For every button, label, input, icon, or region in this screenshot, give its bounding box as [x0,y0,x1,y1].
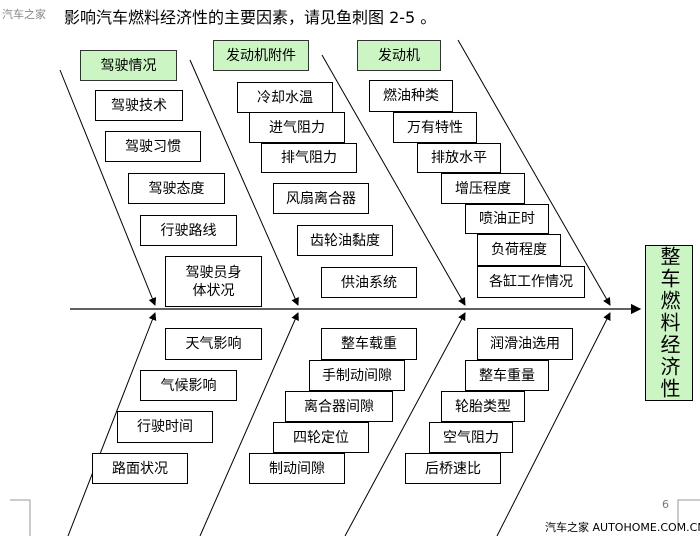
bone-upper-3 [321,54,466,306]
cause-box: 行驶时间 [117,411,213,443]
cause-box: 天气影响 [165,328,262,360]
cause-box: 整车重量 [465,360,549,391]
cause-box: 驾驶技术 [95,90,183,121]
cause-box: 轮胎类型 [441,391,525,422]
cause-box: 供油系统 [321,267,417,298]
bone-lower-3 [344,312,466,536]
page-number: 6 [662,498,669,511]
bone-lower-4 [496,312,611,536]
cause-box: 空气阻力 [429,422,513,453]
bone-lower-2 [199,312,299,536]
cause-box: 齿轮油黏度 [297,225,393,256]
bone-upper-1 [59,69,157,306]
watermark-top: 汽车之家 [2,8,46,21]
cause-box: 整车载重 [321,328,417,360]
cause-box: 燃油种类 [369,80,453,112]
cause-box: 负荷程度 [477,234,561,266]
cause-box: 喷油正时 [465,204,549,234]
cause-box: 路面状况 [92,453,188,484]
cause-box: 四轮定位 [273,422,369,453]
watermark: 汽车之家 AUTOHOME.COM.CN [545,521,700,534]
cause-box: 驾驶习惯 [105,131,201,162]
cause-box: 排放水平 [417,143,501,173]
cause-box: 风扇离合器 [273,183,369,214]
cause-box: 气候影响 [140,370,237,401]
cause-box: 排气阻力 [261,143,357,173]
cause-box: 润滑油选用 [477,328,573,360]
bone-lower-1 [67,312,157,536]
bone-upper-4 [457,39,611,306]
cause-box: 驾驶态度 [128,173,225,204]
category-engine-accessories: 发动机附件 [213,40,309,71]
cause-box: 后桥速比 [405,453,501,484]
caption: 影响汽车燃料经济性的主要因素，请见鱼刺图 2-5 。 [64,8,437,27]
cause-box: 增压程度 [441,173,525,204]
page-corner-left [10,499,31,536]
page-corner-right [677,499,700,525]
bone-upper-2 [189,59,299,306]
category-engine: 发动机 [357,40,441,71]
cause-box: 驾驶员身体状况 [165,256,262,307]
category-driving: 驾驶情况 [80,50,177,81]
cause-box: 离合器间隙 [285,391,393,422]
cause-box: 制动间隙 [249,453,345,484]
cause-box: 冷却水温 [237,82,333,113]
cause-box: 进气阻力 [249,112,345,143]
cause-box: 手制动间隙 [309,360,405,391]
effect-box: 整车燃料经济性 [645,245,693,401]
cause-box: 各缸工作情况 [477,266,585,298]
cause-box: 万有特性 [393,112,477,143]
cause-box: 行驶路线 [140,215,237,246]
